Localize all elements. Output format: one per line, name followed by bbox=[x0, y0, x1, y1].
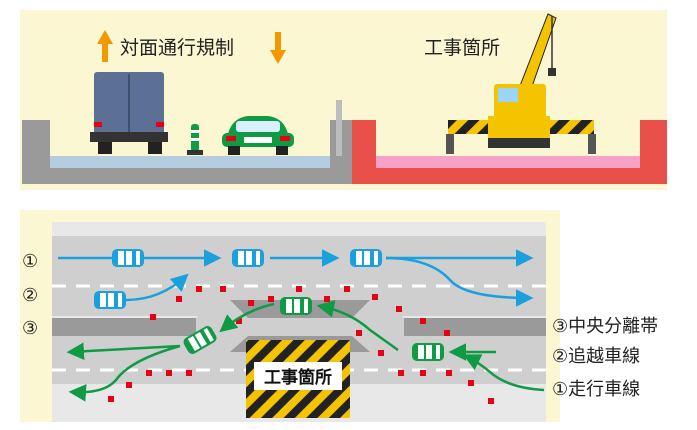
blue-car-icon bbox=[232, 249, 264, 267]
blue-traffic-flow bbox=[58, 249, 534, 307]
green-car-icon bbox=[222, 116, 294, 155]
work-zone bbox=[246, 340, 350, 418]
blue-car-icon bbox=[112, 249, 144, 267]
legend-driving-lane: ①走行車線 bbox=[552, 379, 640, 400]
legend-passing-lane: ②追越車線 bbox=[552, 346, 640, 367]
up-arrow-icon bbox=[97, 30, 113, 62]
top-right-caption: 工事箇所 bbox=[424, 37, 500, 59]
green-car-icon bbox=[412, 343, 444, 361]
green-traffic-flow bbox=[66, 300, 545, 402]
work-zone-label: 工事箇所 bbox=[264, 367, 332, 388]
top-right-work-section bbox=[352, 120, 667, 184]
down-arrow-icon bbox=[270, 32, 286, 64]
blue-car-icon bbox=[350, 249, 382, 267]
traffic-cones bbox=[108, 286, 494, 404]
row-marker-1: ① bbox=[22, 251, 38, 272]
row-marker-3: ③ bbox=[22, 318, 38, 339]
crane-icon bbox=[446, 13, 596, 154]
top-left-caption: 対面通行規制 bbox=[120, 37, 234, 59]
legend-median: ③中央分離帯 bbox=[552, 316, 658, 337]
blue-car-icon bbox=[94, 291, 126, 309]
green-car-icon bbox=[280, 297, 312, 315]
row-marker-2: ② bbox=[22, 285, 38, 306]
median-pole-icon bbox=[187, 124, 203, 155]
top-left-road-section bbox=[22, 100, 352, 184]
truck-icon bbox=[90, 72, 168, 154]
